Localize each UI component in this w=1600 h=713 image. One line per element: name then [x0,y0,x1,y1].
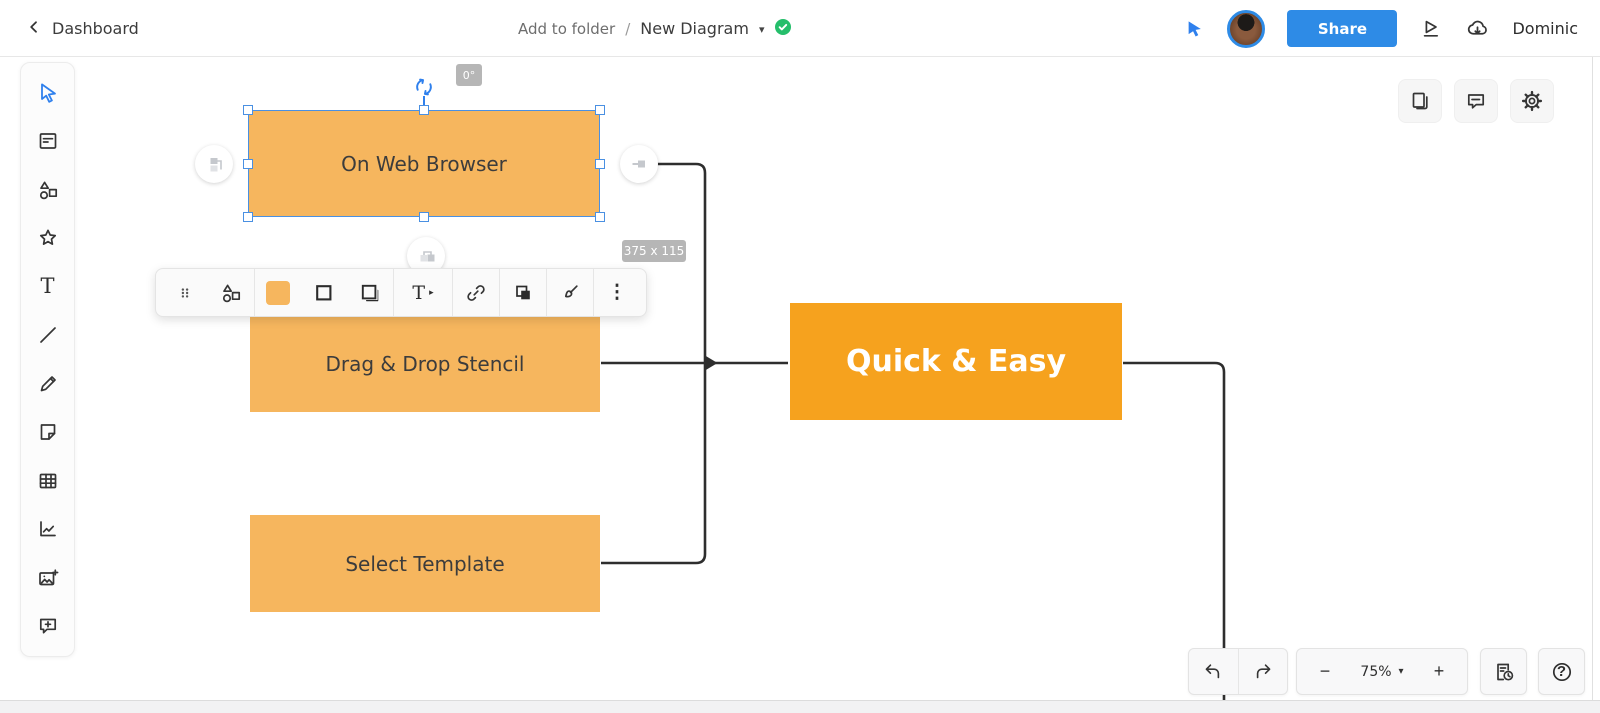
node-label: On Web Browser [341,151,507,176]
node-label: Drag & Drop Stencil [325,351,525,376]
text-tool-icon[interactable]: T [40,274,55,299]
copy-style-icon[interactable] [500,269,546,316]
comment-add-tool-icon[interactable] [32,610,64,642]
collaborator-cursor-icon[interactable] [1185,19,1205,39]
share-button[interactable]: Share [1287,10,1398,47]
size-badge: 375 x 115 [622,240,686,262]
node-on-web-browser[interactable]: On Web Browser [248,110,600,217]
pages-icon[interactable] [1398,79,1442,123]
caret-right-icon: ▸ [429,287,434,297]
resize-handle-w[interactable] [243,159,253,169]
horizontal-scroll-track[interactable] [0,700,1600,713]
help-question-mark: ? [1556,663,1567,680]
resize-handle-se[interactable] [595,212,605,222]
resize-handle-ne[interactable] [595,105,605,115]
resize-handle-sw[interactable] [243,212,253,222]
text-style-button[interactable]: T ▸ [394,269,452,316]
zoom-in-button[interactable]: + [1419,649,1459,694]
more-options-icon[interactable]: ⋮ [594,269,640,316]
zoom-level-dropdown[interactable]: 75% ▾ [1354,664,1409,680]
select-tool-icon[interactable] [32,77,64,109]
node-quick-and-easy[interactable]: Quick & Easy [790,303,1122,420]
zoom-level-value: 75% [1360,663,1392,680]
rotation-badge: 0° [456,64,482,86]
breadcrumb-separator: / [625,19,631,38]
redo-icon[interactable] [1238,649,1287,694]
export-download-icon[interactable] [1465,16,1490,41]
toolbar-divider [393,269,394,316]
user-avatar[interactable] [1227,9,1266,48]
tool-sidebar: T [20,62,75,657]
resize-handle-nw[interactable] [243,105,253,115]
undo-redo-group [1188,648,1288,695]
node-drag-drop-stencil[interactable]: Drag & Drop Stencil [250,315,600,412]
zoom-control-group: − 75% ▾ + [1296,648,1468,695]
fill-color-swatch[interactable] [255,269,301,316]
present-icon[interactable] [1419,17,1443,41]
user-name[interactable]: Dominic [1512,19,1578,38]
image-add-tool-icon[interactable] [32,562,64,594]
link-icon[interactable] [453,269,499,316]
sticky-note-tool-icon[interactable] [32,416,64,448]
chevron-left-icon [26,19,42,39]
settings-gear-icon[interactable] [1510,79,1554,123]
undo-icon[interactable] [1189,649,1238,694]
node-label: Select Template [345,551,505,576]
comments-icon[interactable] [1454,79,1498,123]
add-connector-right-button[interactable] [620,145,658,183]
vertical-scroll-track[interactable] [1592,57,1593,700]
resize-handle-s[interactable] [419,212,429,222]
node-label: Quick & Easy [845,344,1067,379]
chart-tool-icon[interactable] [32,513,64,545]
add-shape-left-button[interactable] [195,145,233,183]
document-tool-icon[interactable] [32,125,64,157]
add-to-folder-link[interactable]: Add to folder [518,19,616,38]
document-title[interactable]: New Diagram [640,19,749,38]
favorites-tool-icon[interactable] [32,222,64,254]
top-bar: Dashboard Add to folder / New Diagram ▾ … [0,0,1600,57]
version-history-icon[interactable] [1480,648,1527,695]
rotation-stem [423,96,425,109]
resize-handle-n[interactable] [419,105,429,115]
title-caret-down-icon[interactable]: ▾ [758,23,765,36]
line-tool-icon[interactable] [32,319,64,351]
resize-handle-e[interactable] [595,159,605,169]
caret-down-icon: ▾ [1398,666,1404,677]
shapes-tool-icon[interactable] [32,174,64,206]
node-select-template[interactable]: Select Template [250,515,600,612]
toolbar-divider [593,269,594,316]
pen-tool-icon[interactable] [32,368,64,400]
back-label: Dashboard [52,19,139,38]
format-brush-icon[interactable] [547,269,593,316]
drag-handle-icon[interactable] [162,269,208,316]
breadcrumb: Add to folder / New Diagram ▾ [518,0,792,57]
back-to-dashboard[interactable]: Dashboard [26,0,139,57]
saved-check-icon [774,18,792,40]
shadow-style-icon[interactable] [347,269,393,316]
format-toolbar: T ▸ ⋮ [155,268,647,317]
zoom-out-button[interactable]: − [1305,649,1345,694]
table-tool-icon[interactable] [32,465,64,497]
divider [1237,649,1239,694]
help-icon[interactable]: ? [1538,648,1585,695]
toolbar-divider [499,269,500,316]
rotate-handle-icon[interactable] [411,74,437,100]
change-shape-icon[interactable] [208,269,254,316]
toolbar-divider [254,269,255,316]
topbar-right-cluster: Share Dominic [1185,0,1578,57]
toolbar-divider [452,269,453,316]
border-style-icon[interactable] [301,269,347,316]
toolbar-divider [546,269,547,316]
